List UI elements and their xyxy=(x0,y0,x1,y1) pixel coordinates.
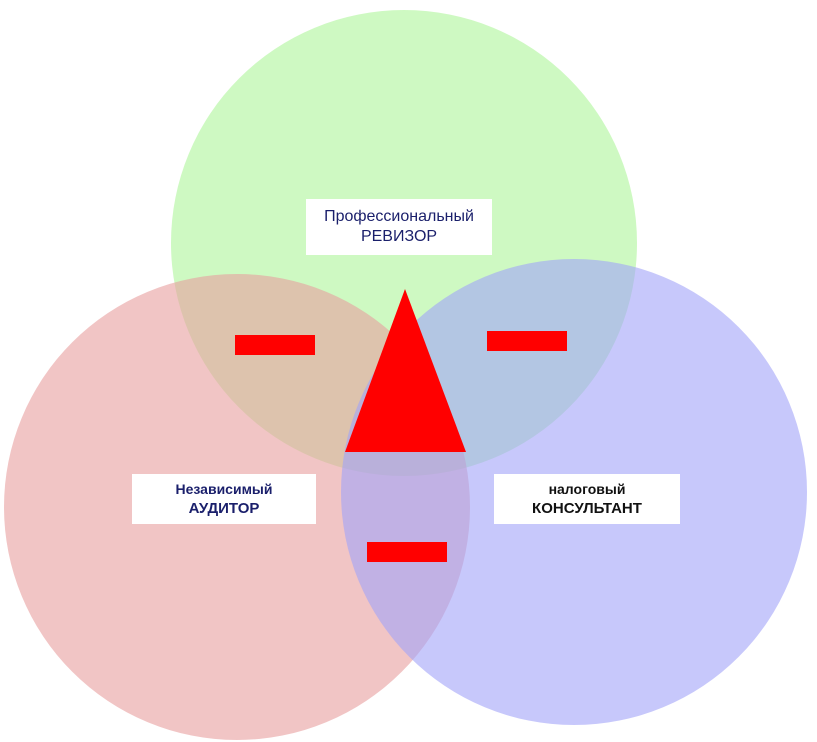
label-consultant-line1: налоговый xyxy=(548,481,626,497)
label-box-auditor: Независимый АУДИТОР xyxy=(132,474,316,524)
label-consultant-line2: КОНСУЛЬТАНТ xyxy=(532,500,642,517)
label-revisor-line1: Профессиональный xyxy=(324,208,474,225)
label-auditor-line1: Независимый xyxy=(175,481,273,497)
label-box-consultant: налоговый КОНСУЛЬТАНТ xyxy=(494,474,680,524)
label-auditor-line2: АУДИТОР xyxy=(188,500,260,517)
label-revisor-line2: РЕВИЗОР xyxy=(360,228,438,245)
overlap-marker-revisor-auditor xyxy=(235,335,315,355)
overlap-marker-revisor-consultant xyxy=(487,331,567,351)
label-box-revisor: Профессиональный РЕВИЗОР xyxy=(306,199,492,255)
center-triangle-marker xyxy=(345,289,466,452)
overlap-marker-auditor-consultant xyxy=(367,542,447,562)
